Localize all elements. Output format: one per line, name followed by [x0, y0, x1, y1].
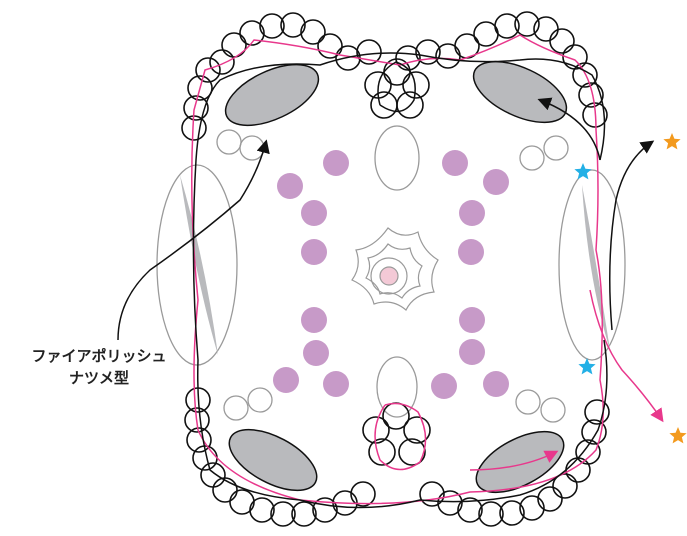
pearl-bead — [273, 367, 299, 393]
side-fire-polish-group — [180, 175, 610, 355]
top-center-oval — [375, 126, 419, 190]
outer-seed-bead — [222, 33, 246, 57]
pearl-bead — [323, 150, 349, 176]
pearl-bead — [303, 340, 329, 366]
center-pink-bead — [380, 267, 398, 285]
outer-seed-bead — [550, 29, 574, 53]
accent-seed-bead — [224, 396, 248, 420]
callout-line-1: ファイアポリッシュ — [4, 345, 194, 367]
pearl-bead — [301, 200, 327, 226]
accent-seed-bead — [544, 136, 568, 160]
outer-seed-bead — [210, 50, 234, 74]
bead-type-callout: ファイアポリッシュ ナツメ型 — [4, 345, 194, 389]
pearl-bead — [483, 169, 509, 195]
outer-seed-bead — [213, 478, 237, 502]
fire-polish-bead-right-side — [582, 185, 610, 350]
star-marker-group — [574, 133, 686, 443]
pearl-bead — [277, 173, 303, 199]
star-icon — [574, 163, 591, 179]
star-icon — [669, 427, 686, 443]
accent-seed-bead — [248, 388, 272, 412]
callout-line-2: ナツメ型 — [4, 367, 194, 389]
pearl-bead — [301, 307, 327, 333]
fire-polish-bead-bottom-left — [220, 417, 326, 503]
pearl-bead — [458, 239, 484, 265]
star-icon — [663, 133, 680, 149]
outer-seed-bead — [301, 20, 325, 44]
accent-seed-bead — [541, 398, 565, 422]
pearl-bead — [459, 339, 485, 365]
pearl-bead — [483, 371, 509, 397]
accent-seed-bead — [516, 390, 540, 414]
black-thread-tail — [610, 142, 652, 330]
accent-seed-bead — [520, 146, 544, 170]
pearl-bead — [459, 307, 485, 333]
accent-seed-bead — [217, 130, 241, 154]
pearl-bead — [301, 239, 327, 265]
pearl-bead — [459, 200, 485, 226]
outer-seed-bead — [250, 498, 274, 522]
fire-polish-bead-left-side — [180, 175, 218, 355]
outer-seed-bead — [538, 487, 562, 511]
pearl-bead — [323, 371, 349, 397]
accent-seed-bead — [240, 136, 264, 160]
pearl-bead — [431, 373, 457, 399]
pearl-bead — [442, 150, 468, 176]
outer-seed-bead — [420, 482, 444, 506]
outer-seed-bead — [351, 482, 375, 506]
center-bead — [352, 228, 438, 310]
